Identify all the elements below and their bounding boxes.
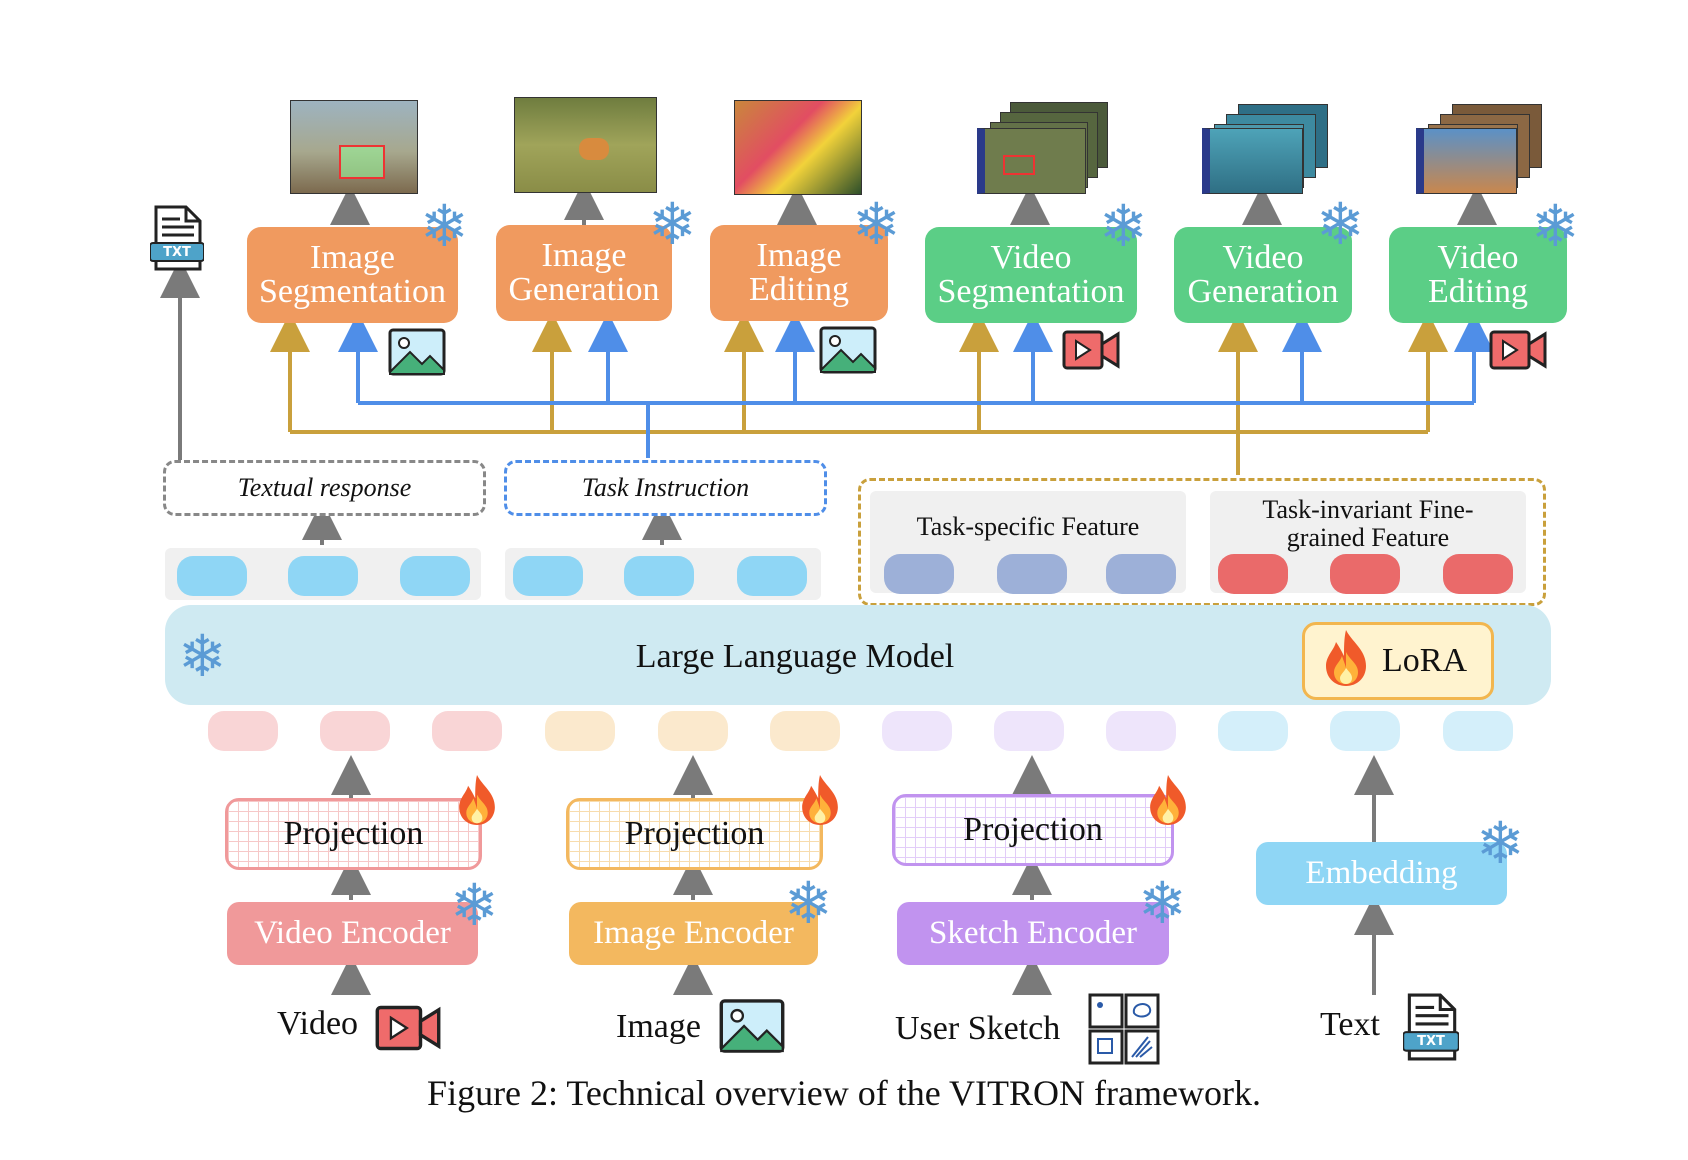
image-input-label: Image bbox=[616, 1008, 701, 1045]
task-invariant-feature-label: Task-invariant Fine-grained Feature bbox=[1262, 495, 1474, 552]
video-generation-label: Video Generation bbox=[1187, 239, 1339, 310]
snowflake-icon: ❄ bbox=[852, 190, 901, 258]
task-specific-token bbox=[884, 554, 954, 594]
video-encoder-label: Video Encoder bbox=[254, 915, 451, 951]
image-icon bbox=[388, 328, 446, 376]
video-editing-label: Video Editing bbox=[1427, 239, 1529, 310]
embedding-box: Embedding bbox=[1256, 842, 1507, 905]
image-encoder-box: Image Encoder bbox=[569, 902, 818, 965]
video-input-label: Video bbox=[277, 1005, 359, 1042]
fire-icon bbox=[452, 772, 502, 828]
image-generation-label: Image Generation bbox=[508, 237, 660, 308]
snowflake-icon: ❄ bbox=[1099, 192, 1148, 260]
image-icon bbox=[819, 326, 877, 374]
task-specific-feature-label: Task-specific Feature bbox=[916, 512, 1140, 541]
image-projection-box: Projection bbox=[566, 798, 823, 870]
output-token bbox=[288, 556, 358, 596]
video-segmentation-label: Video Segmentation bbox=[937, 239, 1125, 310]
output-token bbox=[400, 556, 470, 596]
fire-icon bbox=[1143, 772, 1193, 828]
video-segmentation-box: Video Segmentation bbox=[925, 227, 1137, 323]
snowflake-icon: ❄ bbox=[1138, 869, 1187, 937]
task-specific-token bbox=[1106, 554, 1176, 594]
snowflake-icon: ❄ bbox=[1531, 192, 1580, 260]
txt-icon-label: TXT bbox=[1417, 1034, 1445, 1049]
textual-response-box: Textual response bbox=[163, 460, 486, 516]
figure-caption: Figure 2: Technical overview of the VITR… bbox=[427, 1073, 1261, 1113]
video-projection-label: Projection bbox=[283, 815, 424, 852]
task-instruction-box: Task Instruction bbox=[504, 460, 827, 516]
task-invariant-token bbox=[1330, 554, 1400, 594]
fire-icon bbox=[795, 772, 845, 828]
sketch-icon bbox=[1088, 993, 1160, 1065]
txt-icon-label: TXT bbox=[163, 245, 191, 260]
task-instruction-label: Task Instruction bbox=[581, 473, 750, 502]
image-projection-label: Projection bbox=[624, 815, 765, 852]
video-projection-box: Projection bbox=[225, 798, 482, 870]
image-editing-box: Image Editing bbox=[710, 225, 888, 321]
image-segmentation-label: Image Segmentation bbox=[259, 239, 446, 310]
task-specific-token bbox=[997, 554, 1067, 594]
image-encoder-label: Image Encoder bbox=[593, 915, 794, 951]
feature-group-box bbox=[858, 478, 1546, 606]
task-invariant-token bbox=[1443, 554, 1513, 594]
output-token bbox=[513, 556, 583, 596]
video-camera-icon bbox=[1489, 330, 1547, 370]
video-generation-box: Video Generation bbox=[1174, 227, 1352, 323]
fire-icon bbox=[1318, 628, 1374, 688]
output-token bbox=[737, 556, 807, 596]
snowflake-icon: ❄ bbox=[178, 622, 227, 690]
txt-file-icon: TXT bbox=[1402, 993, 1460, 1061]
snowflake-icon: ❄ bbox=[1476, 809, 1525, 877]
text-input-label: Text bbox=[1320, 1006, 1380, 1043]
task-invariant-token bbox=[1218, 554, 1288, 594]
video-encoder-box: Video Encoder bbox=[227, 902, 478, 965]
video-camera-icon bbox=[375, 1005, 441, 1051]
sketch-encoder-label: Sketch Encoder bbox=[928, 915, 1137, 951]
generation-image-thumbnail bbox=[514, 97, 657, 193]
image-icon bbox=[719, 998, 785, 1054]
output-token bbox=[177, 556, 247, 596]
txt-file-icon: TXT bbox=[149, 205, 205, 271]
video-camera-icon bbox=[1062, 330, 1120, 370]
snowflake-icon: ❄ bbox=[450, 871, 499, 939]
sketch-projection-box: Projection bbox=[892, 794, 1174, 866]
textual-response-label: Textual response bbox=[237, 473, 412, 502]
snowflake-icon: ❄ bbox=[784, 869, 833, 937]
snowflake-icon: ❄ bbox=[648, 190, 697, 258]
output-token bbox=[624, 556, 694, 596]
image-editing-label: Image Editing bbox=[748, 237, 850, 308]
editing-image-thumbnail bbox=[734, 100, 862, 195]
video-editing-box: Video Editing bbox=[1389, 227, 1567, 323]
snowflake-icon: ❄ bbox=[1316, 190, 1365, 258]
snowflake-icon: ❄ bbox=[420, 192, 469, 260]
lora-label: LoRA bbox=[1382, 642, 1467, 679]
sketch-projection-label: Projection bbox=[963, 811, 1103, 848]
segmentation-image-thumbnail bbox=[290, 100, 418, 194]
image-segmentation-box: Image Segmentation bbox=[247, 227, 458, 323]
image-generation-box: Image Generation bbox=[496, 225, 672, 321]
embedding-label: Embedding bbox=[1305, 855, 1458, 891]
user-sketch-input-label: User Sketch bbox=[895, 1010, 1061, 1047]
llm-label: Large Language Model bbox=[635, 638, 955, 675]
sketch-encoder-box: Sketch Encoder bbox=[897, 902, 1169, 965]
